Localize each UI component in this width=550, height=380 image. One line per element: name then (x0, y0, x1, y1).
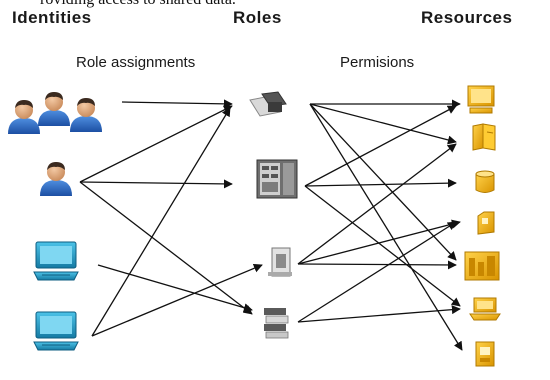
roles-title: Roles (233, 8, 282, 27)
arrow (91, 263, 263, 337)
identities-title: Identities (12, 8, 92, 27)
laptop-icon (469, 297, 501, 321)
cutoff-header-text: roviding access to shared data. (40, 0, 236, 9)
device-icon (268, 247, 292, 277)
permissions-label: Permisions (340, 54, 415, 71)
book-icon (472, 123, 496, 151)
stack-icon (264, 308, 289, 339)
arrow (79, 181, 253, 315)
document-icon (475, 341, 495, 367)
cylinder-icon (475, 170, 495, 193)
arrow (297, 221, 457, 323)
user-icon (40, 162, 72, 196)
arrow (304, 105, 457, 187)
arrow (297, 143, 457, 265)
arrow (121, 99, 233, 109)
arrow (79, 105, 233, 183)
computer-icon (33, 241, 79, 281)
arrow (297, 305, 461, 323)
users-group-icon (8, 92, 102, 134)
role-assignment-arrows (79, 99, 263, 337)
folder-icon (477, 211, 495, 235)
building-icon (464, 251, 500, 281)
role-assignments-label: Role assignments (76, 54, 196, 71)
arrow (304, 185, 461, 307)
server-panel-icon (256, 159, 298, 199)
resources-title: Resources (421, 8, 513, 27)
arrow (297, 219, 461, 265)
arrow (79, 179, 233, 189)
permission-arrows (297, 99, 463, 351)
monitor-icon (467, 85, 495, 114)
arrow (304, 178, 457, 188)
computer-icon (33, 311, 79, 351)
arrow (91, 107, 231, 337)
arrow (97, 264, 253, 313)
arrow (309, 103, 457, 145)
arrow (309, 103, 457, 261)
arrow (309, 103, 463, 351)
arrow (297, 260, 457, 270)
folders-icon (249, 91, 287, 117)
